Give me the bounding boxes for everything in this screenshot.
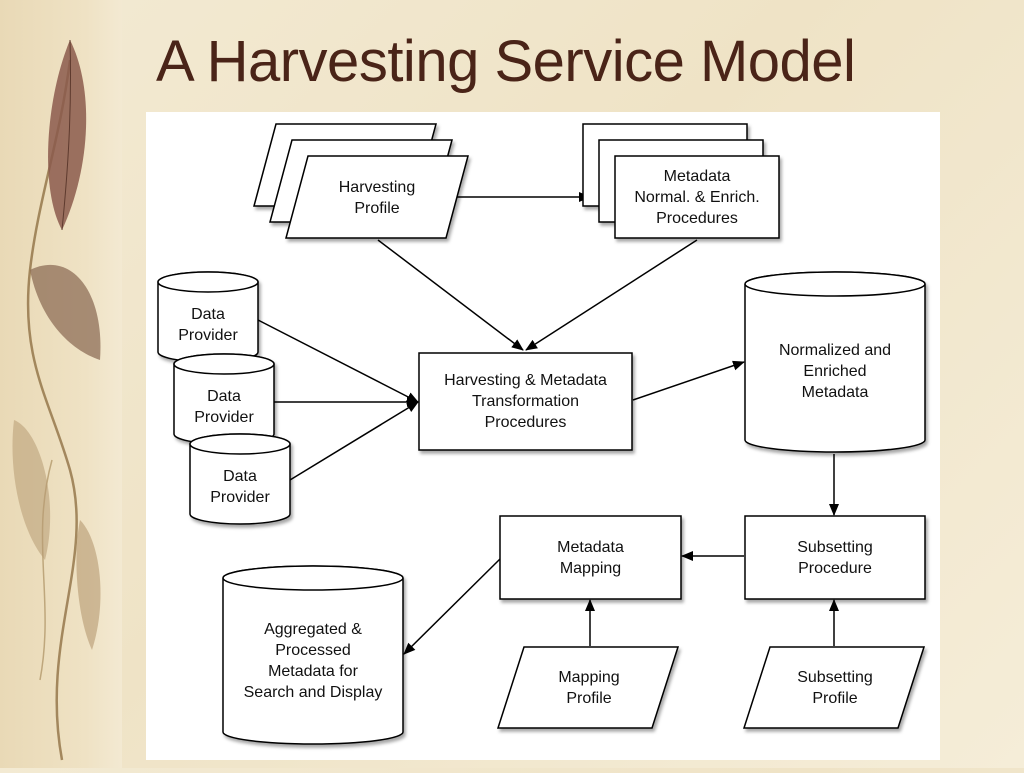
subsetting-procedure-box bbox=[744, 515, 926, 600]
arrow-provider3-to-transformation bbox=[289, 401, 419, 481]
data-provider-1-label: Data Provider bbox=[178, 306, 238, 344]
subsetting-profile-shape bbox=[742, 646, 926, 729]
data-provider-cylinders bbox=[157, 271, 291, 525]
metadata-mapping-box bbox=[499, 515, 682, 600]
aggregated-metadata-label: Aggregated & Processed Metadata for Sear… bbox=[243, 621, 383, 701]
data-provider-3-label: Data Provider bbox=[210, 468, 270, 506]
leaf-branch-icon bbox=[12, 39, 101, 761]
arrow-provider1-to-transformation bbox=[257, 319, 419, 403]
mapping-profile-label: Mapping Profile bbox=[558, 668, 620, 707]
slide-title: A Harvesting Service Model bbox=[156, 29, 856, 94]
normalization-procedures-stack bbox=[582, 123, 780, 239]
transformation-procedures-box bbox=[418, 352, 633, 451]
normalized-metadata-cylinder bbox=[744, 271, 926, 453]
harvesting-profile-label: Harvesting Profile bbox=[338, 179, 416, 217]
diagram-canvas bbox=[157, 123, 926, 745]
decorative-leaf-border bbox=[0, 0, 122, 768]
subsetting-procedure-label: Subsetting Procedure bbox=[797, 539, 873, 577]
normalization-procedures-label: Metadata Normal. & Enrich. Procedures bbox=[634, 167, 760, 227]
transformation-procedures-label: Harvesting & Metadata Transformation Pro… bbox=[444, 372, 607, 431]
aggregated-metadata-cylinder bbox=[222, 565, 404, 745]
mapping-profile-shape bbox=[496, 646, 680, 729]
diagram-panel: Harvesting Profile Metadata Normal. & En… bbox=[146, 112, 940, 760]
connector-arrows bbox=[257, 192, 839, 655]
arrow-mapping-to-aggregated bbox=[403, 558, 501, 655]
arrow-normalization-to-transformation bbox=[525, 239, 698, 351]
subsetting-profile-label: Subsetting Profile bbox=[797, 668, 873, 707]
arrow-profile-to-transformation bbox=[377, 239, 524, 351]
data-provider-2-label: Data Provider bbox=[194, 388, 254, 426]
metadata-mapping-label: Metadata Mapping bbox=[557, 539, 624, 577]
normalized-metadata-label: Normalized and Enriched Metadata bbox=[778, 342, 892, 401]
harvesting-profile-stack bbox=[253, 123, 469, 239]
arrow-transformation-to-normalized bbox=[632, 360, 745, 401]
